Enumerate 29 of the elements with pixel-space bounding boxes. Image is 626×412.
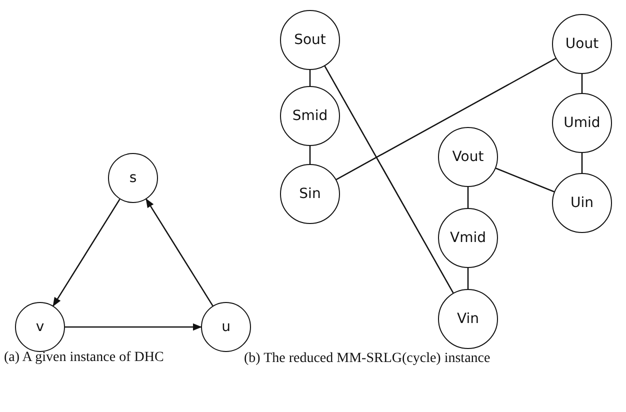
connector-line bbox=[467, 187, 469, 208]
vertex-label: Uin bbox=[570, 194, 594, 212]
graph-vertex bbox=[108, 153, 158, 203]
arrow bbox=[52, 198, 120, 307]
vertex-label: u bbox=[222, 318, 230, 336]
graph-vertex bbox=[15, 302, 65, 352]
vertex-label: Vmid bbox=[450, 228, 486, 248]
connector-line bbox=[336, 58, 556, 180]
connector-line bbox=[496, 168, 554, 192]
vertex-label: Sout bbox=[294, 30, 326, 50]
graph-vertex bbox=[201, 302, 251, 352]
connector-line bbox=[309, 146, 311, 164]
arrow bbox=[65, 323, 202, 331]
connector-line bbox=[309, 70, 311, 86]
connector-line bbox=[581, 153, 583, 173]
vertex-label: Umid bbox=[564, 114, 600, 132]
vertex-label: v bbox=[36, 318, 44, 336]
vertex-label: Vout bbox=[452, 148, 484, 166]
vertex-label: s bbox=[129, 168, 137, 188]
vertex-label: Sin bbox=[299, 184, 321, 204]
connector-line bbox=[324, 66, 454, 294]
vertex-label: Uout bbox=[565, 34, 599, 54]
subfigure-caption: (b) The reduced MM-SRLG(cycle) instance bbox=[244, 350, 492, 368]
subfigure-caption: (a) A given instance of DHC bbox=[4, 349, 165, 367]
connector-line bbox=[581, 74, 583, 93]
vertex-label: Vin bbox=[456, 310, 480, 328]
vertex-label: Smid bbox=[292, 106, 328, 126]
arrow bbox=[146, 198, 214, 306]
connector-line bbox=[467, 268, 469, 289]
